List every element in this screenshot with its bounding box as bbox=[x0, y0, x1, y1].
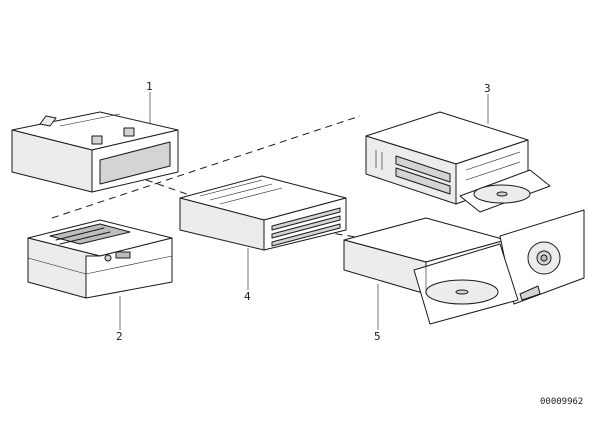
dashed-line-2-to-3 bbox=[51, 115, 361, 219]
part-5-cd-changer-open bbox=[343, 209, 585, 325]
part-1-mounting-bracket bbox=[11, 111, 179, 193]
callout-numbers: 1 2 3 4 5 bbox=[116, 80, 491, 343]
dashed-line-4-to-5 bbox=[299, 227, 363, 239]
catalog-code: 00009962 bbox=[540, 397, 583, 407]
leader-lines bbox=[119, 92, 489, 330]
callout-2: 2 bbox=[116, 330, 123, 343]
callout-1: 1 bbox=[146, 80, 153, 93]
part-3-cd-changer bbox=[365, 111, 551, 213]
part-2-head-unit bbox=[27, 219, 173, 299]
callout-3: 3 bbox=[484, 82, 491, 95]
part-4-cd-magazine bbox=[179, 175, 347, 251]
callout-4: 4 bbox=[244, 290, 251, 303]
callout-5: 5 bbox=[374, 330, 381, 343]
